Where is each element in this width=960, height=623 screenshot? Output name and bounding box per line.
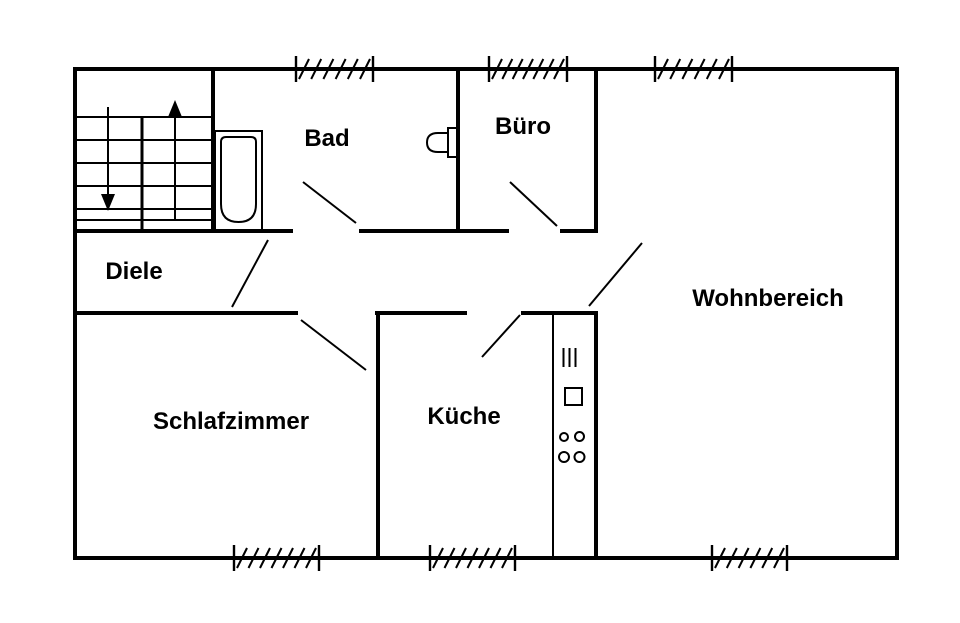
bathtub-basin-icon [220, 136, 257, 224]
window-hatch [322, 58, 335, 80]
window-hatch [310, 58, 323, 80]
room-label-kueche: Küche [427, 403, 501, 430]
window-hatch [681, 58, 694, 80]
window-hatch [705, 58, 718, 80]
window-hatch [718, 58, 730, 80]
window-hatch [489, 547, 502, 569]
door-swing-buero [509, 181, 558, 227]
window-hatch [455, 547, 467, 569]
window-hatch [501, 547, 513, 569]
window-hatch [259, 547, 271, 569]
window-hatch [236, 547, 248, 569]
window-hatch [761, 547, 774, 569]
door-swing-diele [231, 239, 269, 308]
window-hatch [714, 547, 726, 569]
window-hatch [542, 58, 555, 80]
stove-burner-icon [559, 432, 569, 442]
stove-burner-icon [573, 451, 586, 463]
kitchen-sink-icon [564, 387, 583, 406]
window-hatch [532, 58, 545, 80]
window-hatch [511, 58, 524, 80]
window-hatch [491, 58, 503, 80]
room-label-bad: Bad [304, 125, 350, 152]
window-hatch [725, 547, 738, 569]
stair-direction-arrow-down-icon [101, 194, 115, 211]
window-hatch [522, 58, 534, 80]
window-hatch [270, 547, 283, 569]
window-hatch [669, 58, 682, 80]
wc-bowl-icon [425, 132, 449, 153]
stove-burner-icon [558, 451, 570, 463]
window-hatch [282, 547, 294, 569]
door-swing-kueche [481, 314, 521, 358]
window-hatch [773, 547, 785, 569]
window-hatch [359, 58, 371, 80]
window-hatch [334, 58, 347, 80]
window-hatch [466, 547, 479, 569]
stair-direction-arrow-up-icon [168, 100, 182, 117]
window-hatch [478, 547, 490, 569]
window-hatch [305, 547, 317, 569]
room-label-buero: Büro [495, 113, 551, 140]
room-label-schlafzimmer: Schlafzimmer [152, 408, 310, 435]
window-hatch [293, 547, 306, 569]
window-hatch [657, 58, 669, 80]
window-hatch [432, 547, 444, 569]
window-hatch [693, 58, 706, 80]
stove-burner-icon [574, 431, 585, 442]
window-hatch [346, 58, 359, 80]
window-hatch [501, 58, 514, 80]
window-hatch [737, 547, 750, 569]
door-swing-wohnbereich [588, 242, 643, 307]
window-hatch [298, 58, 310, 80]
window-hatch [553, 58, 565, 80]
door-swing-schlafzimmer [300, 319, 367, 371]
room-label-wohnbereich: Wohnbereich [692, 285, 844, 312]
bathtub-outline-icon [214, 130, 263, 231]
door-swing-bad [302, 181, 357, 224]
window-hatch [749, 547, 762, 569]
room-label-diele: Diele [105, 258, 163, 285]
window-hatch [247, 547, 260, 569]
window-hatch [443, 547, 456, 569]
